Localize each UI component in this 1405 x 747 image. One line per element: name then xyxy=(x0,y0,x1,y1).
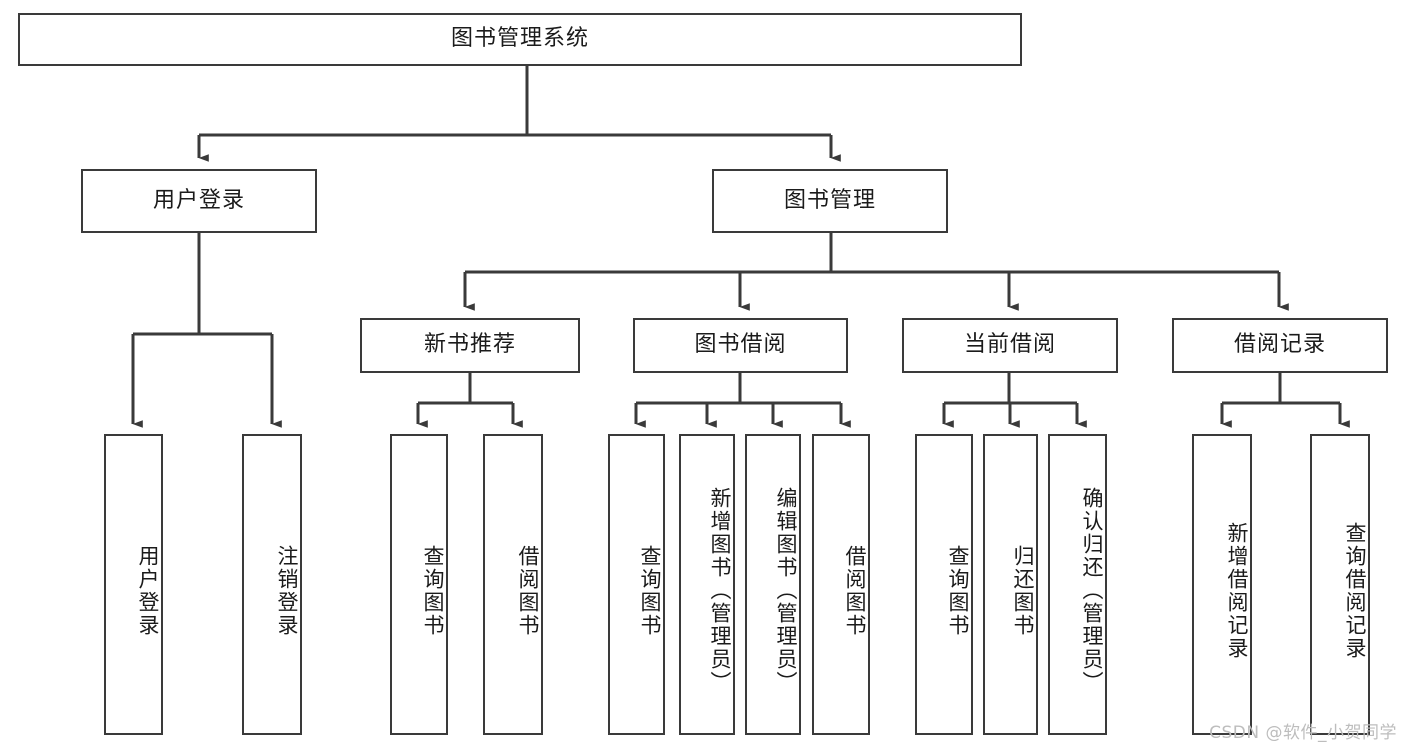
node-label: 归还图书 xyxy=(1011,544,1035,637)
node-leaf-query-book-3[interactable]: 查询图书 xyxy=(915,434,973,735)
node-label: 图书借阅 xyxy=(694,332,787,358)
node-label: 新增图书（管理员） xyxy=(708,487,732,694)
node-borrow-record[interactable]: 借阅记录 xyxy=(1172,318,1388,373)
node-label: 借阅图书 xyxy=(843,544,867,637)
node-leaf-logout[interactable]: 注销登录 xyxy=(242,434,302,735)
node-current-borrow[interactable]: 当前借阅 xyxy=(902,318,1118,373)
node-leaf-borrow-book-2[interactable]: 借阅图书 xyxy=(812,434,870,735)
node-leaf-confirm-return[interactable]: 确认归还（管理员） xyxy=(1048,434,1107,735)
node-label: 用户登录 xyxy=(152,187,245,213)
node-leaf-add-record[interactable]: 新增借阅记录 xyxy=(1192,434,1252,735)
node-label: 编辑图书（管理员） xyxy=(774,487,798,694)
node-leaf-add-book[interactable]: 新增图书（管理员） xyxy=(679,434,735,735)
node-leaf-query-record[interactable]: 查询借阅记录 xyxy=(1310,434,1370,735)
node-label: 查询图书 xyxy=(946,544,970,637)
node-label: 新增借阅记录 xyxy=(1225,521,1249,660)
node-user-login[interactable]: 用户登录 xyxy=(81,169,317,233)
node-leaf-user-login[interactable]: 用户登录 xyxy=(104,434,163,735)
node-label: 当前借阅 xyxy=(963,332,1056,358)
node-leaf-borrow-book-1[interactable]: 借阅图书 xyxy=(483,434,543,735)
node-label: 图书管理系统 xyxy=(450,26,589,52)
node-label: 注销登录 xyxy=(275,544,299,637)
node-new-book-recommend[interactable]: 新书推荐 xyxy=(360,318,580,373)
node-leaf-query-book-1[interactable]: 查询图书 xyxy=(390,434,448,735)
node-label: 新书推荐 xyxy=(423,332,516,358)
node-leaf-query-book-2[interactable]: 查询图书 xyxy=(608,434,665,735)
node-label: 查询借阅记录 xyxy=(1343,521,1367,660)
node-root-system[interactable]: 图书管理系统 xyxy=(18,13,1022,66)
node-book-management[interactable]: 图书管理 xyxy=(712,169,948,233)
node-label: 确认归还（管理员） xyxy=(1080,487,1104,694)
node-leaf-edit-book[interactable]: 编辑图书（管理员） xyxy=(745,434,801,735)
node-book-borrow[interactable]: 图书借阅 xyxy=(633,318,848,373)
node-label: 借阅记录 xyxy=(1233,332,1326,358)
node-label: 查询图书 xyxy=(421,544,445,637)
csdn-watermark: CSDN @软件_小贺同学 xyxy=(1209,723,1397,743)
node-label: 图书管理 xyxy=(783,187,876,213)
node-label: 借阅图书 xyxy=(516,544,540,637)
node-leaf-return-book[interactable]: 归还图书 xyxy=(983,434,1038,735)
node-label: 用户登录 xyxy=(136,544,160,637)
node-label: 查询图书 xyxy=(638,544,662,637)
